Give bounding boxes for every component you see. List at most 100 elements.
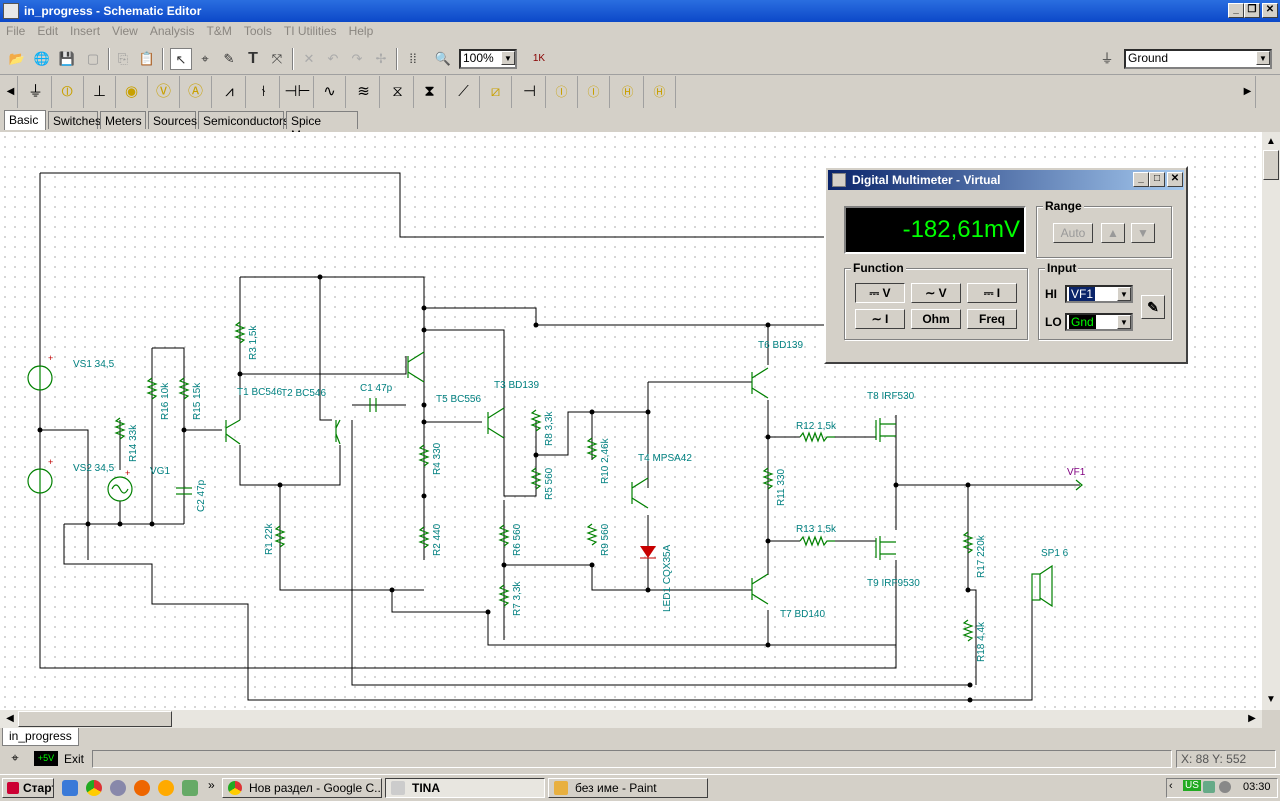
close-button[interactable]: ✕	[1262, 3, 1278, 18]
scroll-left-arrow-icon[interactable]: ◀	[6, 713, 14, 724]
sheet-tab-in-progress[interactable]: in_progress	[2, 728, 79, 746]
ideal-current-icon[interactable]: Ⓘ	[578, 76, 610, 108]
ground-tool-icon[interactable]: ⏚	[1100, 51, 1114, 66]
save-icon[interactable]: 💾	[58, 51, 76, 66]
sine-source-icon[interactable]: ◉	[116, 76, 148, 108]
network-icon[interactable]	[1203, 781, 1215, 793]
func-ac-voltage-button[interactable]: ∼ V	[911, 283, 961, 303]
rotate-icon[interactable]: ✢	[375, 51, 387, 66]
ammeter-icon[interactable]: Ⓐ	[180, 76, 212, 108]
zoom-select[interactable]: 100%▼	[459, 49, 517, 69]
func-ac-current-button[interactable]: ∼ I	[855, 309, 905, 329]
open-icon[interactable]: 📂	[8, 51, 26, 66]
tab-sources[interactable]: Sources	[148, 111, 197, 129]
quicklaunch-app-icon[interactable]	[110, 780, 126, 796]
dmm-close-button[interactable]: ✕	[1167, 172, 1183, 187]
quicklaunch-ie-icon[interactable]	[62, 780, 78, 796]
speed-icon[interactable]: 1K	[532, 53, 546, 64]
hi-select[interactable]: VF1▼	[1065, 285, 1133, 303]
scroll-left-icon[interactable]: ◀	[4, 76, 18, 108]
quicklaunch-expand-icon[interactable]: »	[208, 778, 215, 792]
jumper-icon[interactable]: ⊣	[514, 76, 546, 108]
range-up-icon[interactable]: ▲	[1101, 223, 1125, 243]
func-freq-button[interactable]: Freq	[967, 309, 1017, 329]
task-google-chrome[interactable]: Нов раздел - Google C...	[222, 778, 382, 798]
scroll-up-icon[interactable]: ▲	[1266, 136, 1276, 147]
range-auto-button[interactable]: Auto	[1053, 223, 1093, 243]
coupled-inductor-icon[interactable]: ≋	[348, 76, 380, 108]
vertical-scrollbar[interactable]: ▲ ▼	[1262, 132, 1280, 710]
menu-insert[interactable]: Insert	[70, 24, 101, 38]
task-tina[interactable]: TINA	[385, 778, 545, 798]
battery-icon[interactable]: ⊥	[84, 76, 116, 108]
wire-icon[interactable]: ⌖	[201, 51, 209, 66]
potentiometer-icon[interactable]: ⫮	[248, 76, 280, 108]
tab-switches[interactable]: Switches	[48, 111, 101, 129]
transformer-icon[interactable]: ⧖	[382, 76, 414, 108]
menu-file[interactable]: File	[6, 24, 26, 38]
horizontal-scroll-thumb[interactable]	[18, 711, 172, 727]
transformer2-icon[interactable]: ⧗	[414, 76, 446, 108]
tab-basic[interactable]: Basic	[4, 110, 46, 130]
menu-ti-utilities[interactable]: TI Utilities	[283, 24, 337, 38]
menu-tm[interactable]: T&M	[206, 24, 232, 38]
language-indicator[interactable]: US	[1183, 780, 1201, 791]
close-file-icon[interactable]: ▢	[86, 51, 100, 66]
zoom-icon[interactable]: 🔍	[434, 51, 452, 66]
dmm-minimize-button[interactable]: _	[1133, 172, 1149, 187]
select-arrow-icon[interactable]: ↖	[170, 48, 192, 70]
tab-meters[interactable]: Meters	[100, 111, 146, 129]
start-button[interactable]: Старт	[2, 778, 54, 798]
vertical-scroll-thumb[interactable]	[1263, 150, 1279, 180]
tab-spice-macros[interactable]: Spice Macros	[286, 111, 358, 142]
probe-pencil-icon[interactable]: ✎	[1141, 295, 1165, 319]
lo-select[interactable]: Gnd▼	[1065, 313, 1133, 331]
volume-icon[interactable]	[1219, 781, 1231, 793]
controlled-source2-icon[interactable]: Ⓗ	[644, 76, 676, 108]
menu-view[interactable]: View	[112, 24, 138, 38]
quicklaunch-firefox-icon[interactable]	[134, 780, 150, 796]
switch-icon[interactable]: ⟋	[448, 76, 480, 108]
delete-icon[interactable]: ✕	[303, 51, 315, 66]
pencil-icon[interactable]: ✎	[223, 51, 235, 66]
menu-tools[interactable]: Tools	[243, 24, 272, 38]
maximize-button[interactable]: ❐	[1244, 3, 1260, 18]
task-paint[interactable]: без име - Paint	[548, 778, 708, 798]
text-icon[interactable]: T	[248, 50, 258, 67]
exit-button[interactable]: Exit	[64, 752, 85, 766]
range-down-icon[interactable]: ▼	[1131, 223, 1155, 243]
menu-help[interactable]: Help	[348, 24, 374, 38]
menu-analysis[interactable]: Analysis	[149, 24, 195, 38]
quicklaunch-misc-icon[interactable]	[182, 780, 198, 796]
scroll-right-arrow-icon[interactable]: ▶	[1248, 713, 1256, 724]
ground-select[interactable]: Ground▼	[1124, 49, 1272, 69]
web-icon[interactable]: 🌐	[33, 51, 51, 66]
digital-multimeter-window[interactable]: Digital Multimeter - Virtual _ □ ✕ -182,…	[824, 166, 1188, 364]
voltage-source-icon[interactable]: ⦶	[52, 76, 84, 108]
voltmeter-icon[interactable]: Ⓥ	[148, 76, 180, 108]
grid-icon[interactable]: ⁞⁞	[409, 51, 417, 66]
undo-icon[interactable]: ↶	[327, 51, 339, 66]
copy-icon[interactable]: ⎘	[117, 51, 129, 66]
ground-icon[interactable]: ⏚	[20, 76, 52, 108]
func-ohm-button[interactable]: Ohm	[911, 309, 961, 329]
minimize-button[interactable]: _	[1228, 3, 1244, 18]
quicklaunch-chrome-icon[interactable]	[86, 780, 102, 796]
func-dc-voltage-button[interactable]: ⎓ V	[855, 283, 905, 303]
redo-icon[interactable]: ↷	[351, 51, 363, 66]
tray-collapse-icon[interactable]: ‹	[1169, 780, 1173, 792]
menu-edit[interactable]: Edit	[37, 24, 59, 38]
horizontal-scrollbar[interactable]: ◀ ▶	[0, 710, 1262, 728]
capacitor-icon[interactable]: ⊣⊢	[282, 76, 314, 108]
paste-icon[interactable]: 📋	[138, 51, 156, 66]
dmm-maximize-button[interactable]: □	[1149, 172, 1165, 187]
func-dc-current-button[interactable]: ⎓ I	[967, 283, 1017, 303]
edit-text-icon[interactable]: ⤧	[271, 51, 283, 66]
resistor-icon[interactable]: ⩘	[214, 76, 246, 108]
tab-semiconductors[interactable]: Semiconductors	[198, 111, 289, 129]
power-icon[interactable]: +5V	[34, 751, 58, 766]
current-controlled-icon[interactable]: Ⓘ	[546, 76, 578, 108]
variable-resistor-icon[interactable]: ⧄	[480, 76, 512, 108]
controlled-source-icon[interactable]: Ⓗ	[612, 76, 644, 108]
mode-icon[interactable]: ⌖	[11, 750, 19, 765]
